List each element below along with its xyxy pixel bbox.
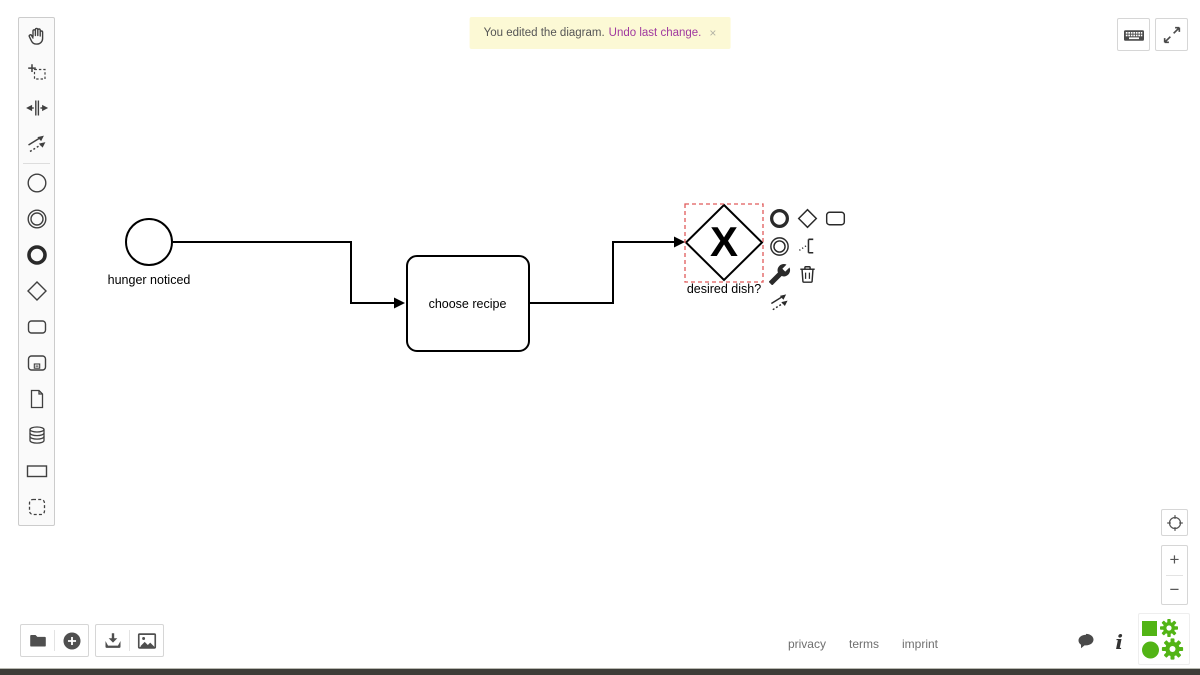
bpmn-io-logo[interactable]	[1138, 613, 1190, 665]
new-diagram-button[interactable]	[55, 625, 88, 656]
zoom-in-button[interactable]: +	[1169, 550, 1180, 570]
privacy-link[interactable]: privacy	[787, 637, 826, 651]
global-connect-tool[interactable]	[19, 126, 54, 162]
export-image-button[interactable]	[130, 625, 163, 656]
context-pad	[767, 206, 847, 314]
sequence-flow-2-arrowhead	[674, 236, 685, 248]
notification: You edited the diagram. Undo last change…	[469, 17, 731, 49]
window-bottom-strip	[0, 668, 1200, 675]
create-intermediate-event[interactable]	[19, 201, 54, 237]
delete-button[interactable]	[795, 262, 819, 286]
zoom-out-button[interactable]: −	[1169, 579, 1180, 599]
notification-message: You edited the diagram.	[483, 27, 605, 39]
append-task-button[interactable]	[823, 206, 847, 230]
footer-links: privacy terms imprint	[788, 637, 938, 651]
create-participant[interactable]	[19, 453, 54, 489]
selection-outline	[684, 203, 764, 283]
end-event-icon	[769, 208, 789, 228]
bpmn-io-logo-icon	[1142, 619, 1184, 660]
zoom-controls: + −	[1161, 545, 1188, 605]
end-event-icon	[26, 245, 47, 265]
imprint-link[interactable]: imprint	[901, 637, 938, 651]
download-icon	[104, 632, 121, 648]
feedback-button[interactable]	[1076, 631, 1096, 651]
append-end-event-button[interactable]	[767, 206, 791, 230]
create-subprocess[interactable]	[19, 345, 54, 381]
lasso-tool[interactable]	[19, 54, 54, 90]
palette	[18, 17, 55, 526]
terms-link[interactable]: terms	[848, 637, 879, 651]
create-task[interactable]	[19, 309, 54, 345]
plus-circle-icon	[62, 631, 81, 650]
participant-icon	[26, 465, 47, 478]
open-file-button[interactable]	[21, 625, 54, 656]
create-gateway[interactable]	[19, 273, 54, 309]
trash-icon	[799, 265, 815, 283]
info-button[interactable]: i	[1115, 630, 1123, 654]
gateway-icon	[797, 208, 817, 228]
text-annotation-icon	[798, 238, 813, 253]
sequence-flow-1-arrowhead	[394, 297, 405, 309]
create-data-object[interactable]	[19, 381, 54, 417]
crosshair-icon	[1166, 514, 1183, 531]
notification-close-icon[interactable]: ×	[709, 26, 717, 40]
palette-separator	[23, 163, 50, 164]
file-actions-group	[20, 624, 89, 657]
keyboard-icon	[1123, 29, 1144, 41]
gateway-label: desired dish?	[686, 282, 762, 296]
speech-bubble-icon	[1078, 633, 1094, 649]
gateway-shape	[684, 203, 764, 282]
intermediate-event-icon	[26, 209, 47, 229]
hand-tool[interactable]	[19, 18, 54, 54]
connect-button[interactable]	[767, 290, 791, 314]
space-tool[interactable]	[19, 90, 54, 126]
gateway-icon	[26, 281, 47, 301]
task-label: choose recipe	[428, 296, 507, 311]
group-divider	[129, 630, 130, 651]
create-group[interactable]	[19, 489, 54, 525]
create-end-event[interactable]	[19, 237, 54, 273]
intermediate-event-icon	[769, 236, 789, 256]
sequence-flow-2	[529, 241, 674, 304]
group-divider	[54, 630, 55, 651]
append-text-annotation-button[interactable]	[795, 234, 819, 258]
subprocess-icon	[27, 355, 46, 371]
connect-icon	[770, 293, 788, 310]
global-connect-icon	[27, 135, 45, 153]
append-intermediate-event-button[interactable]	[767, 234, 791, 258]
undo-last-change-link[interactable]: Undo last change.	[608, 27, 702, 39]
gateway-xor-marker: X	[709, 218, 738, 265]
task-icon	[27, 320, 46, 334]
download-bpmn-button[interactable]	[96, 625, 129, 656]
start-event-icon	[26, 173, 47, 193]
create-start-event[interactable]	[19, 165, 54, 201]
space-icon	[25, 100, 48, 116]
append-gateway-button[interactable]	[795, 206, 819, 230]
hand-icon	[28, 27, 43, 45]
data-object-icon	[30, 389, 43, 409]
start-event-label: hunger noticed	[107, 273, 191, 287]
image-icon	[137, 632, 156, 649]
wrench-icon	[768, 263, 790, 285]
lasso-icon	[27, 64, 46, 80]
fullscreen-icon	[1163, 26, 1180, 43]
folder-icon	[29, 634, 46, 646]
reset-origin-button[interactable]	[1161, 509, 1188, 536]
zoom-divider	[1166, 574, 1183, 576]
keyboard-shortcuts-button[interactable]	[1117, 18, 1150, 51]
group-icon	[28, 498, 45, 516]
task-icon	[825, 211, 845, 225]
create-data-store[interactable]	[19, 417, 54, 453]
change-type-button[interactable]	[767, 262, 791, 286]
sequence-flow-1	[173, 241, 394, 304]
fullscreen-button[interactable]	[1155, 18, 1188, 51]
start-event-shape	[125, 218, 173, 266]
data-store-icon	[28, 426, 45, 444]
export-actions-group	[95, 624, 164, 657]
